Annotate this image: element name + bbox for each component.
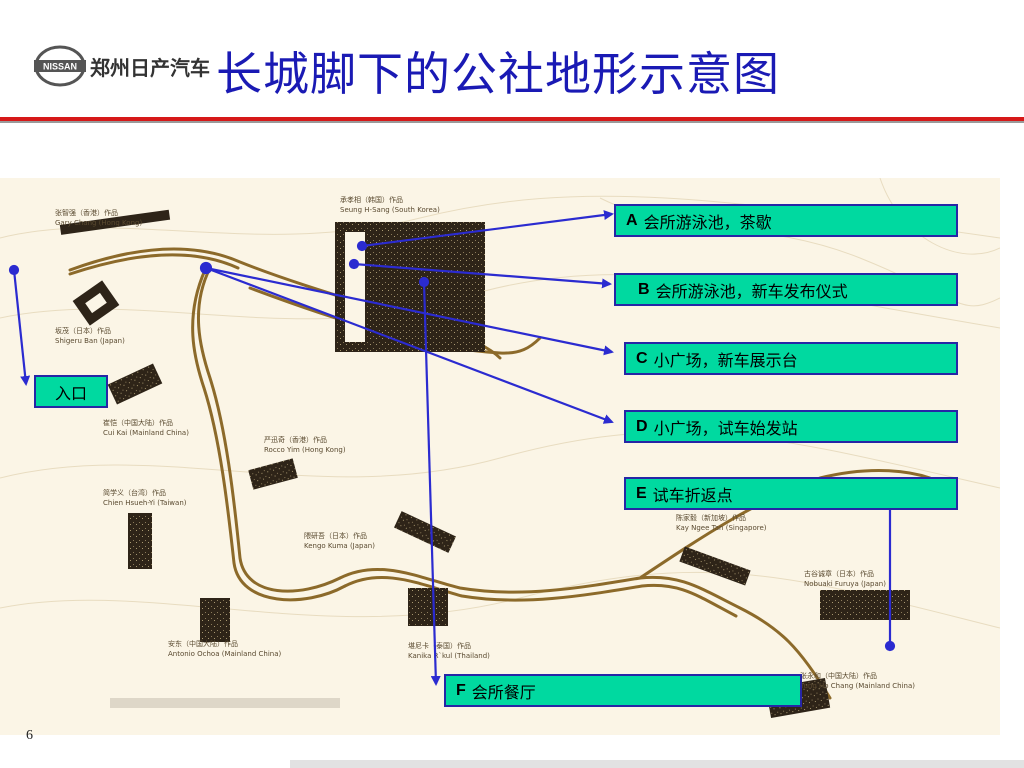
nissan-logo: NISSAN 郑州日产汽车 [34,44,224,88]
svg-text:简学义（台湾）作品: 简学义（台湾）作品 [103,488,166,497]
building-tan [679,546,751,586]
header-divider-grey [0,121,1024,123]
svg-text:严迅奇（香港）作品: 严迅奇（香港）作品 [264,435,327,444]
building-gary [59,209,171,235]
svg-text:Kanika R`kul (Thailand): Kanika R`kul (Thailand) [408,652,490,660]
site-map: 张智强（香港）作品 Gary Chang (Hong Kong) 承孝相（韩国）… [0,177,1001,735]
svg-text:Shigeru Ban (Japan): Shigeru Ban (Japan) [55,337,125,345]
svg-text:陈家毅（新加坡）作品: 陈家毅（新加坡）作品 [676,513,746,522]
svg-text:Antonio Ochoa (Mainland China): Antonio Ochoa (Mainland China) [168,650,282,658]
svg-text:张永和（中国大陆）作品: 张永和（中国大陆）作品 [800,671,877,680]
svg-text:张智强（香港）作品: 张智强（香港）作品 [55,208,118,217]
page-number: 6 [26,728,33,743]
svg-text:崔恺（中国大陆）作品: 崔恺（中国大陆）作品 [103,418,173,427]
svg-text:承孝相（韩国）作品: 承孝相（韩国）作品 [340,195,403,204]
header-divider-red [0,117,1024,121]
svg-text:堪尼卡（泰国）作品: 堪尼卡（泰国）作品 [408,641,471,650]
svg-text:Seung H-Sang (South Korea): Seung H-Sang (South Korea) [340,206,440,214]
svg-text:Cui Kai (Mainland China): Cui Kai (Mainland China) [103,429,189,437]
svg-text:Gary Chang (Hong Kong): Gary Chang (Hong Kong) [55,219,142,227]
building-ochoa [200,598,230,642]
svg-text:Nobuaki Furuya (Japan): Nobuaki Furuya (Japan) [804,580,886,588]
svg-text:坂茂（日本）作品: 坂茂（日本）作品 [55,326,111,335]
entrance-label: 入口 [34,375,108,408]
svg-text:Rocco Yim (Hong Kong): Rocco Yim (Hong Kong) [264,446,346,454]
svg-text:古谷诚章（日本）作品: 古谷诚章（日本）作品 [804,569,874,578]
building-cui [107,363,163,405]
page-title: 长城脚下的公社地形示意图 [216,47,780,101]
svg-text:NISSAN: NISSAN [43,62,77,72]
slide-header: NISSAN 郑州日产汽车 长城脚下的公社地形示意图 [0,0,1024,123]
svg-text:Yung Ho Chang (Mainland China): Yung Ho Chang (Mainland China) [799,682,915,690]
svg-text:Kengo Kuma (Japan): Kengo Kuma (Japan) [304,542,375,550]
building-kanika [408,588,448,626]
building-furuya [820,590,910,620]
logo-text: 郑州日产汽车 [90,56,210,80]
svg-text:隈研吾（日本）作品: 隈研吾（日本）作品 [304,531,367,540]
svg-text:Chien Hsueh-Yi (Taiwan): Chien Hsueh-Yi (Taiwan) [103,499,187,507]
svg-text:Kay Ngee Tan (Singapore): Kay Ngee Tan (Singapore) [676,524,767,532]
building-rocco [248,458,298,490]
svg-text:安东（中国大陆）作品: 安东（中国大陆）作品 [168,639,238,648]
footer-bar [290,760,1024,768]
map-background [0,178,1000,735]
building-chien [128,513,152,569]
